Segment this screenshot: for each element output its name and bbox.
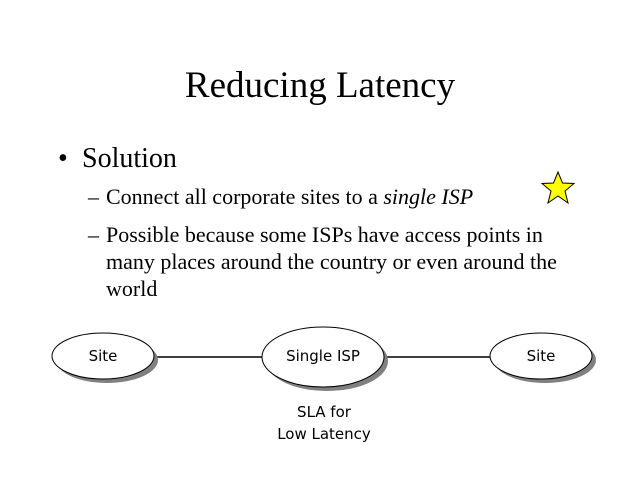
subitem-single-isp: – Connect all corporate sites to a singl… <box>88 183 586 210</box>
dash: – <box>88 184 99 209</box>
caption-line1: SLA for <box>297 403 352 421</box>
node-site-left <box>51 332 155 380</box>
node-single-isp <box>261 326 385 388</box>
subitem-text: Possible because some ISPs have access p… <box>106 222 557 301</box>
slide-title: Reducing Latency <box>184 65 456 106</box>
star-icon <box>540 170 576 205</box>
caption-line2: Low Latency <box>277 425 371 443</box>
subitem-access-points: – Possible because some ISPs have access… <box>88 221 586 302</box>
node-label: Site <box>527 347 556 365</box>
node-label: Single ISP <box>286 347 360 365</box>
subitem-text: Connect all corporate sites to a <box>106 184 384 209</box>
node-site-right <box>489 332 593 380</box>
bullet-label: Solution <box>82 143 177 174</box>
node-label: Site <box>89 347 118 365</box>
subitem-emphasis: single ISP <box>383 184 474 209</box>
bullet-dot: • <box>58 143 68 174</box>
bullet-solution: • Solution <box>58 143 177 175</box>
dash: – <box>88 222 99 247</box>
